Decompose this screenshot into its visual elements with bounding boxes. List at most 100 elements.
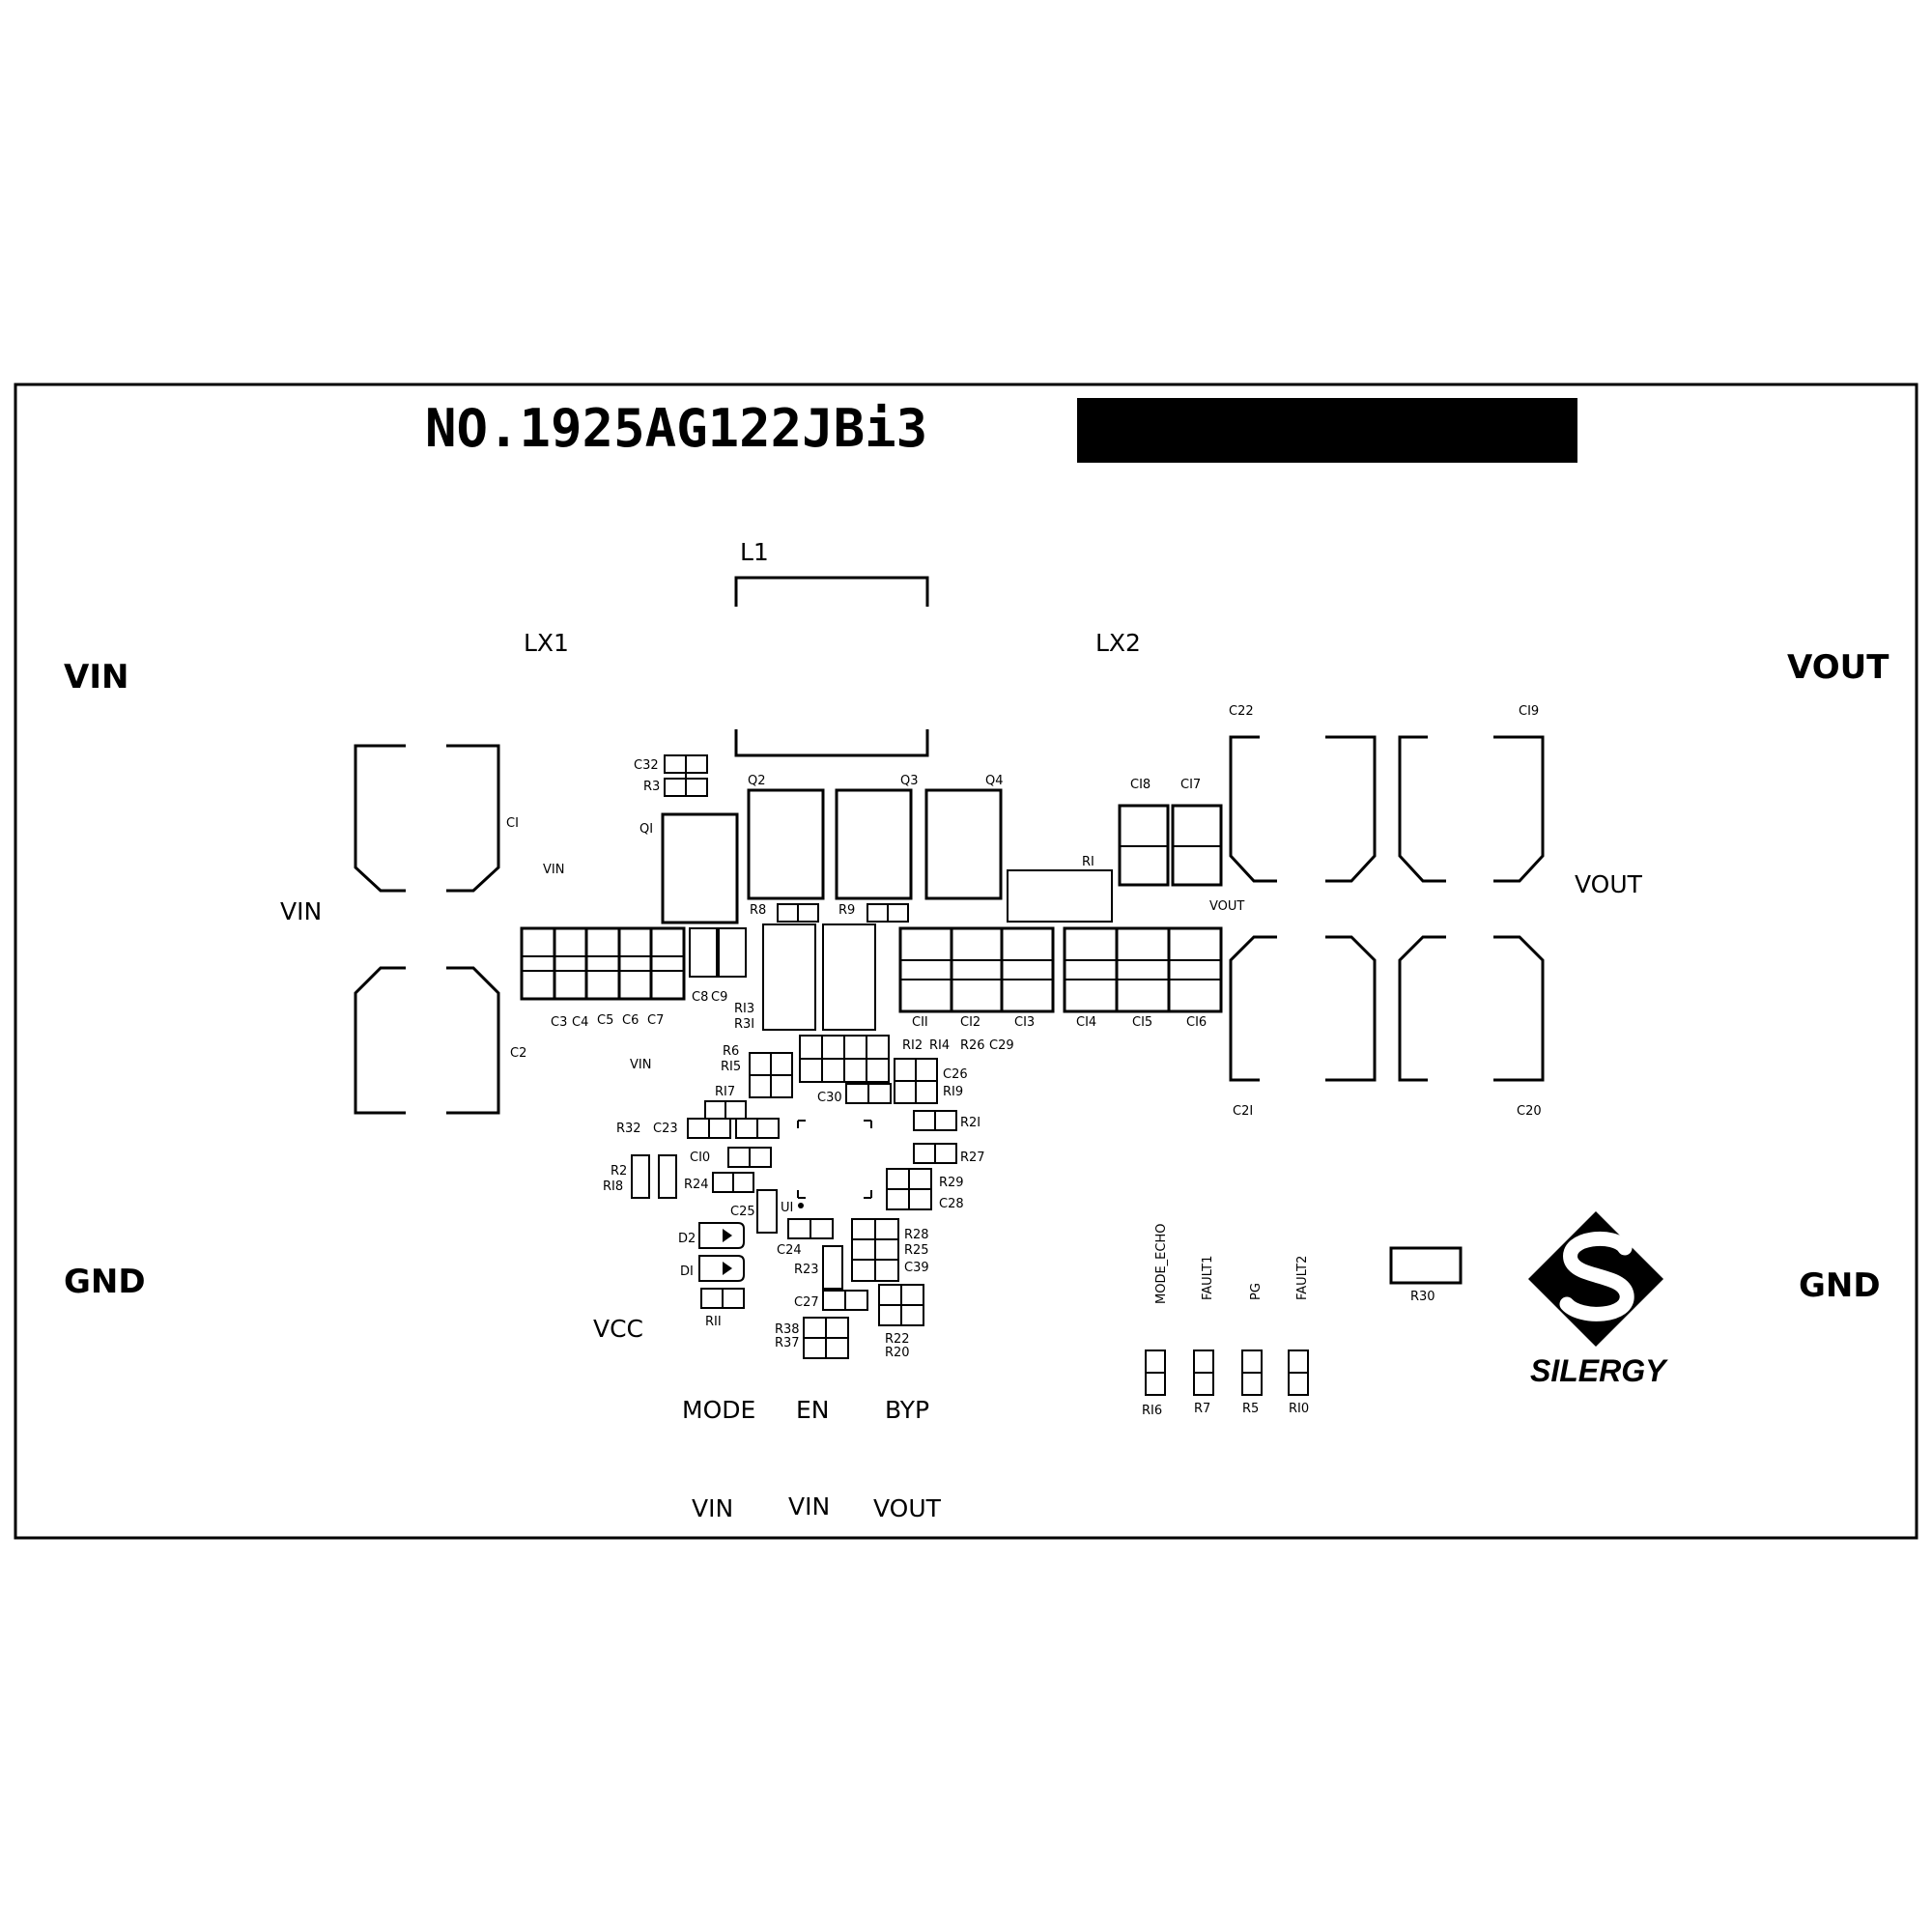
mosfet-q3-outline xyxy=(835,788,913,900)
c8-label: C8 xyxy=(692,990,708,1005)
resistor-r8-outline xyxy=(777,903,819,923)
capacitor-c25-outline xyxy=(756,1189,778,1234)
r31-label: R3I xyxy=(734,1017,754,1032)
r14-label: RI4 xyxy=(929,1038,950,1053)
resistor-r16-outline xyxy=(1145,1350,1166,1396)
r1-label: RI xyxy=(1082,855,1094,869)
c30-label: C30 xyxy=(817,1091,842,1105)
vout-inner-label: VOUT xyxy=(1575,870,1643,898)
c5-label: C5 xyxy=(597,1013,613,1028)
capacitor-c21-outline xyxy=(1229,935,1377,1082)
r3-label: R3 xyxy=(643,780,660,794)
lx2-label: LX2 xyxy=(1095,629,1141,657)
c18-label: CI8 xyxy=(1130,778,1151,792)
mosfet-q2-outline xyxy=(747,788,825,900)
resistor-r30-outline xyxy=(1389,1246,1463,1285)
vout-terminal-label: VOUT xyxy=(1787,648,1889,687)
c13-label: CI3 xyxy=(1014,1015,1035,1030)
capacitor-c8-outline xyxy=(689,927,718,978)
r25-label: R25 xyxy=(904,1243,929,1258)
resistor-r9-outline xyxy=(867,903,909,923)
r27-label: R27 xyxy=(960,1151,985,1165)
mode-jumper-label: MODE xyxy=(682,1396,755,1424)
c4-label: C4 xyxy=(572,1015,588,1030)
capacitor-c32-outline xyxy=(664,754,708,797)
r17-label: RI7 xyxy=(715,1085,735,1099)
r28-label: R28 xyxy=(904,1228,929,1242)
gnd-terminal-label-left: GND xyxy=(64,1263,146,1301)
status-pin-mode-echo: MODE_ECHO xyxy=(1154,1224,1169,1304)
capacitor-c10-outline xyxy=(727,1147,772,1168)
r16-label: RI6 xyxy=(1142,1404,1162,1418)
c2-label: C2 xyxy=(510,1046,526,1061)
c32-label: C32 xyxy=(634,758,659,773)
vout-net-label: VOUT xyxy=(1209,899,1244,914)
capacitor-row-c14-c16 xyxy=(1063,926,1223,1013)
resistor-r38-r37-outline xyxy=(803,1317,849,1359)
logo-text: SILERGY xyxy=(1530,1353,1668,1388)
resistor-r11-outline xyxy=(700,1288,745,1309)
r38-label: R38 xyxy=(775,1322,800,1337)
q1-label: QI xyxy=(639,822,653,837)
r21-label: R2I xyxy=(960,1116,980,1130)
c6-label: C6 xyxy=(622,1013,639,1028)
c22-label: C22 xyxy=(1229,704,1254,719)
c21-label: C2I xyxy=(1233,1104,1253,1119)
resistor-r13-outline xyxy=(762,923,816,1031)
c12-label: CI2 xyxy=(960,1015,980,1030)
r18-label: RI8 xyxy=(603,1179,623,1194)
r5-label: R5 xyxy=(1242,1402,1259,1416)
status-pin-fault2: FAULT2 xyxy=(1295,1256,1310,1300)
vin-inner-label: VIN xyxy=(280,897,322,925)
r10-label: RI0 xyxy=(1289,1402,1309,1416)
c16-label: CI6 xyxy=(1186,1015,1207,1030)
resistor-r21-outline xyxy=(913,1110,957,1131)
c9-label: C9 xyxy=(711,990,727,1005)
resistor-r24-outline xyxy=(712,1172,754,1193)
board-outline xyxy=(14,383,1918,1540)
r24-label: R24 xyxy=(684,1178,709,1192)
mosfet-q1-outline xyxy=(661,812,739,924)
vin-net-label-lower: VIN xyxy=(630,1058,651,1072)
resistor-r1-outline xyxy=(1007,869,1113,923)
c27-label: C27 xyxy=(794,1295,819,1310)
vin-net-label-upper: VIN xyxy=(543,863,564,877)
q2-label: Q2 xyxy=(748,774,766,788)
c26-label: C26 xyxy=(943,1067,968,1082)
silergy-logo: SILERGY xyxy=(1528,1211,1668,1388)
byp-jumper-label: BYP xyxy=(885,1396,929,1424)
c17-label: CI7 xyxy=(1180,778,1201,792)
capacitor-c22-outline xyxy=(1229,735,1377,883)
resistor-group-r12-c29 xyxy=(799,1035,890,1083)
c28-label: C28 xyxy=(939,1197,964,1211)
r2-label: R2 xyxy=(611,1164,627,1179)
r11-label: RII xyxy=(705,1315,722,1329)
capacitor-row-c11-c13 xyxy=(898,926,1055,1013)
vin-terminal-label: VIN xyxy=(64,658,128,696)
capacitor-c26-r19-outline xyxy=(894,1058,938,1104)
resistor-r18-outline xyxy=(658,1154,677,1199)
r9-label: R9 xyxy=(838,903,855,918)
c10-label: CI0 xyxy=(690,1151,710,1165)
r23-label: R23 xyxy=(794,1263,819,1277)
r7-label: R7 xyxy=(1194,1402,1210,1416)
capacitor-c30-outline xyxy=(845,1083,892,1104)
l1-label: L1 xyxy=(740,538,769,566)
r22-label: R22 xyxy=(885,1332,910,1347)
resistor-r31-outline xyxy=(822,923,876,1031)
c24-label: C24 xyxy=(777,1243,802,1258)
status-pin-pg: PG xyxy=(1249,1283,1264,1300)
r8-label: R8 xyxy=(750,903,766,918)
resistor-r23-outline xyxy=(822,1245,843,1290)
vcc-label: VCC xyxy=(593,1315,643,1343)
q4-label: Q4 xyxy=(985,774,1004,788)
c15-label: CI5 xyxy=(1132,1015,1152,1030)
resistor-r6-r15-outline xyxy=(749,1052,793,1098)
r15-label: RI5 xyxy=(721,1060,741,1074)
capacitor-c24-outline xyxy=(787,1218,834,1239)
resistor-r27-outline xyxy=(913,1143,957,1164)
r12-label: RI2 xyxy=(902,1038,923,1053)
mode-source-label: VIN xyxy=(692,1494,733,1522)
resistor-r29-c28-outline xyxy=(886,1168,932,1210)
capacitor-row-c3-c7 xyxy=(520,926,686,1001)
